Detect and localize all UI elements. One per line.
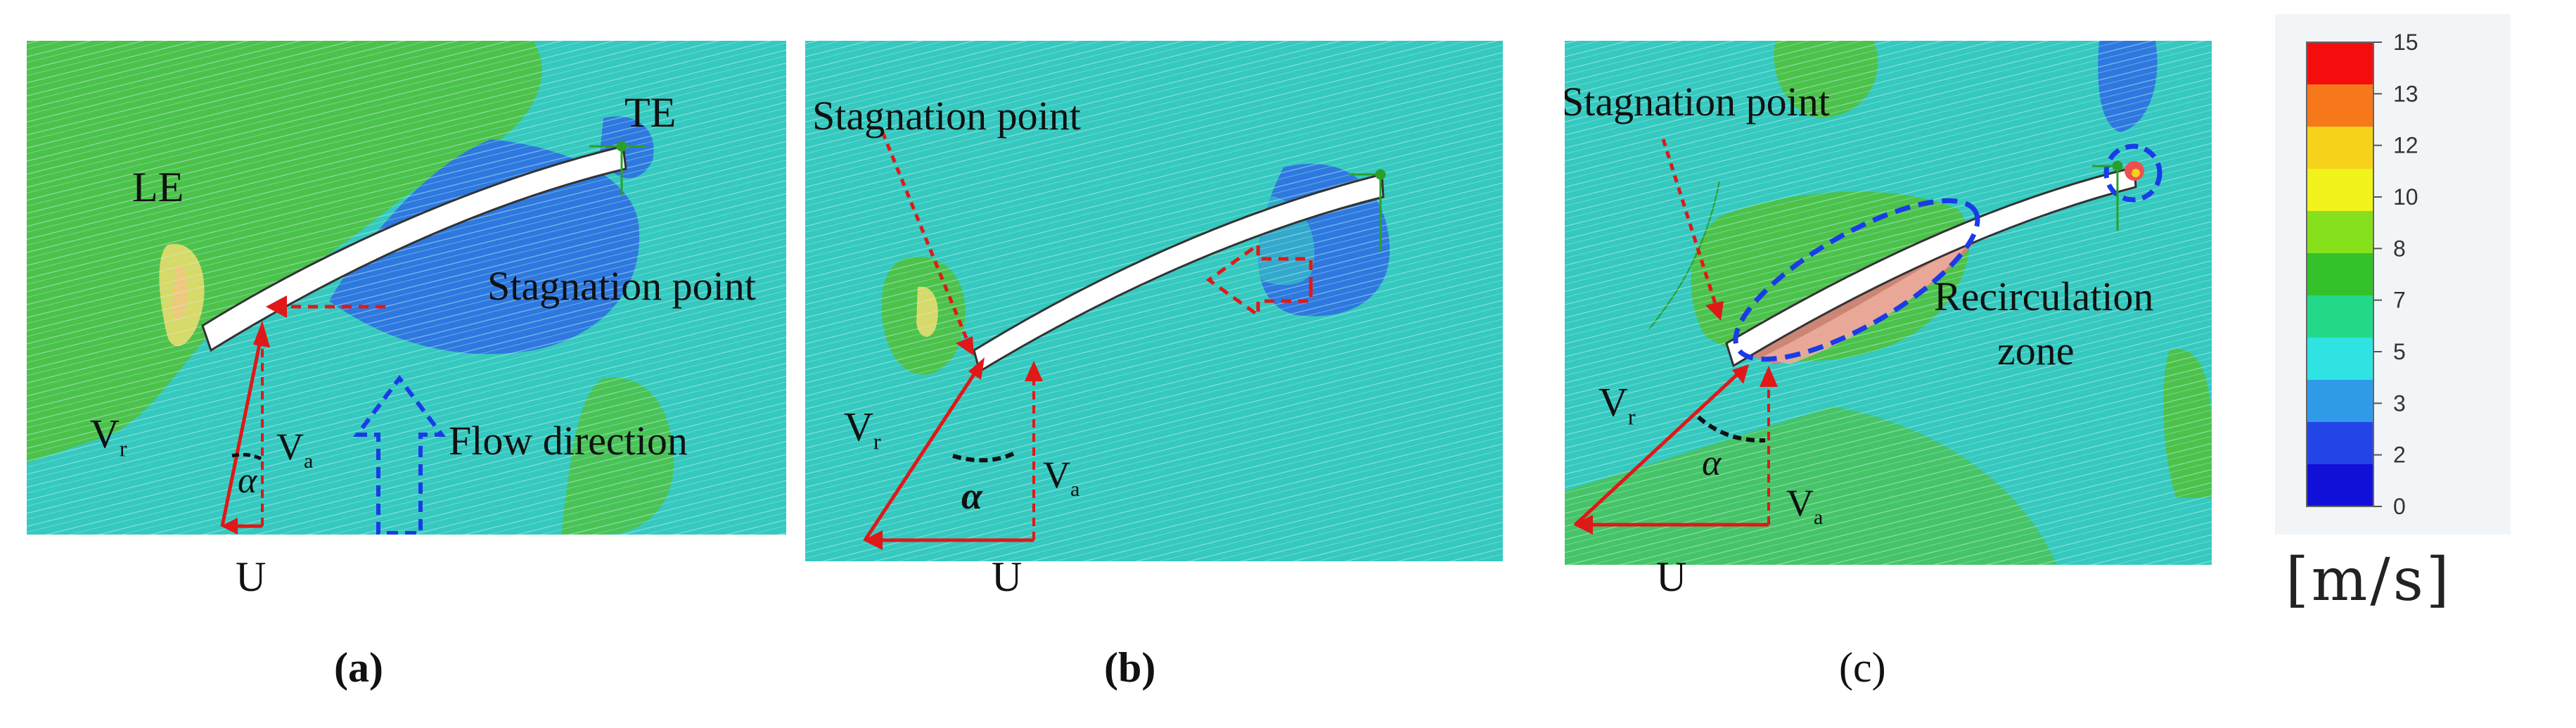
- stagnation-label-c: Stagnation point: [1565, 79, 1830, 124]
- recirculation-label-line2: zone: [1997, 328, 2075, 373]
- le-label: LE: [132, 164, 184, 210]
- va-label-c: Va: [1786, 482, 1824, 529]
- flow-direction-label: Flow direction: [449, 418, 688, 464]
- alpha-label-b: α: [961, 475, 982, 517]
- u-arrow-a: [221, 518, 238, 535]
- colorbar-tick-label: 2: [2393, 442, 2406, 468]
- colorbar-tick-label: 10: [2393, 184, 2418, 210]
- colorbar-tick-label: 13: [2393, 81, 2418, 106]
- axis-triad-c: [2092, 160, 2123, 231]
- u-arrow-b: [863, 530, 883, 550]
- recirculation-label-line1: Recirculation: [1934, 274, 2154, 319]
- colorbar-swatch: [2307, 253, 2373, 296]
- vr-label-b: Vr: [844, 404, 881, 454]
- flow-arrow-a: [353, 375, 446, 535]
- flow-arrow-b: [1205, 241, 1313, 319]
- stagnation-arrow-a: [266, 295, 287, 318]
- colorbar-tick-label: 12: [2393, 133, 2418, 158]
- caption-c: (c): [1839, 644, 1886, 691]
- colorbar-swatch: [2307, 84, 2373, 127]
- axis-triad-a: [589, 141, 646, 196]
- colorbar-swatch: [2307, 42, 2373, 85]
- vr-label-a: Vr: [90, 411, 127, 461]
- va-label-a: Va: [276, 426, 314, 473]
- colorbar-swatch: [2307, 169, 2373, 212]
- colorbar-swatch: [2307, 380, 2373, 423]
- panel-b-contour: [805, 41, 1503, 561]
- colorbar-legend: 15 13 12 10 8 7 5 3 2 0: [2275, 14, 2576, 728]
- te-label: TE: [624, 89, 677, 136]
- panel-c: Stagnation point Recirculation zone Vr V…: [1565, 41, 2212, 565]
- caption-b: (b): [1104, 644, 1156, 691]
- u-arrow-c: [1573, 515, 1593, 535]
- panel-c-contour: [1565, 41, 2212, 565]
- panel-a-contour: [27, 41, 786, 535]
- u-label-b: U: [992, 554, 1023, 600]
- u-label-a: U: [236, 554, 267, 600]
- vr-arrow-b: [968, 357, 985, 380]
- caption-a: (a): [334, 644, 383, 691]
- vr-arrow-a: [253, 321, 270, 347]
- stagnation-label-a: Stagnation point: [487, 263, 756, 309]
- colorbar-swatch: [2307, 211, 2373, 254]
- colorbar-tick-label: 3: [2393, 390, 2406, 416]
- colorbar-tick-label: 5: [2393, 339, 2406, 364]
- colorbar-tick-label: 0: [2393, 494, 2406, 519]
- vr-label-c: Vr: [1598, 379, 1636, 430]
- alpha-label-a: α: [238, 461, 257, 501]
- vr-arrow-c: [1732, 364, 1749, 384]
- te-highlight-circle: [2103, 143, 2162, 203]
- va-label-b: Va: [1043, 454, 1080, 501]
- stagnation-arrow-b: [956, 336, 974, 356]
- panel-b: Stagnation point Vr Va α: [805, 41, 1503, 561]
- colorbar-swatch: [2307, 422, 2373, 465]
- recirculation-ellipse: [1733, 198, 1980, 362]
- panel-a: LE TE Stagnation point Flow direction Vr…: [27, 41, 786, 535]
- alpha-label-c: α: [1702, 443, 1722, 483]
- axis-triad-b: [1350, 169, 1386, 252]
- colorbar-swatch: [2307, 295, 2373, 338]
- colorbar-frame: [2306, 41, 2374, 507]
- colorbar: 15 13 12 10 8 7 5 3 2 0: [2275, 14, 2511, 535]
- unit-label: [m/s]: [2286, 545, 2452, 614]
- colorbar-swatch: [2307, 127, 2373, 170]
- colorbar-swatch: [2307, 338, 2373, 381]
- colorbar-tick-label: 15: [2393, 30, 2418, 55]
- stagnation-label-b: Stagnation point: [812, 93, 1081, 139]
- stagnation-arrow-c: [1705, 301, 1724, 321]
- u-label-c: U: [1656, 554, 1687, 600]
- colorbar-tick-label: 7: [2393, 288, 2406, 313]
- colorbar-tick-label: 8: [2393, 236, 2406, 261]
- colorbar-swatch: [2307, 464, 2373, 507]
